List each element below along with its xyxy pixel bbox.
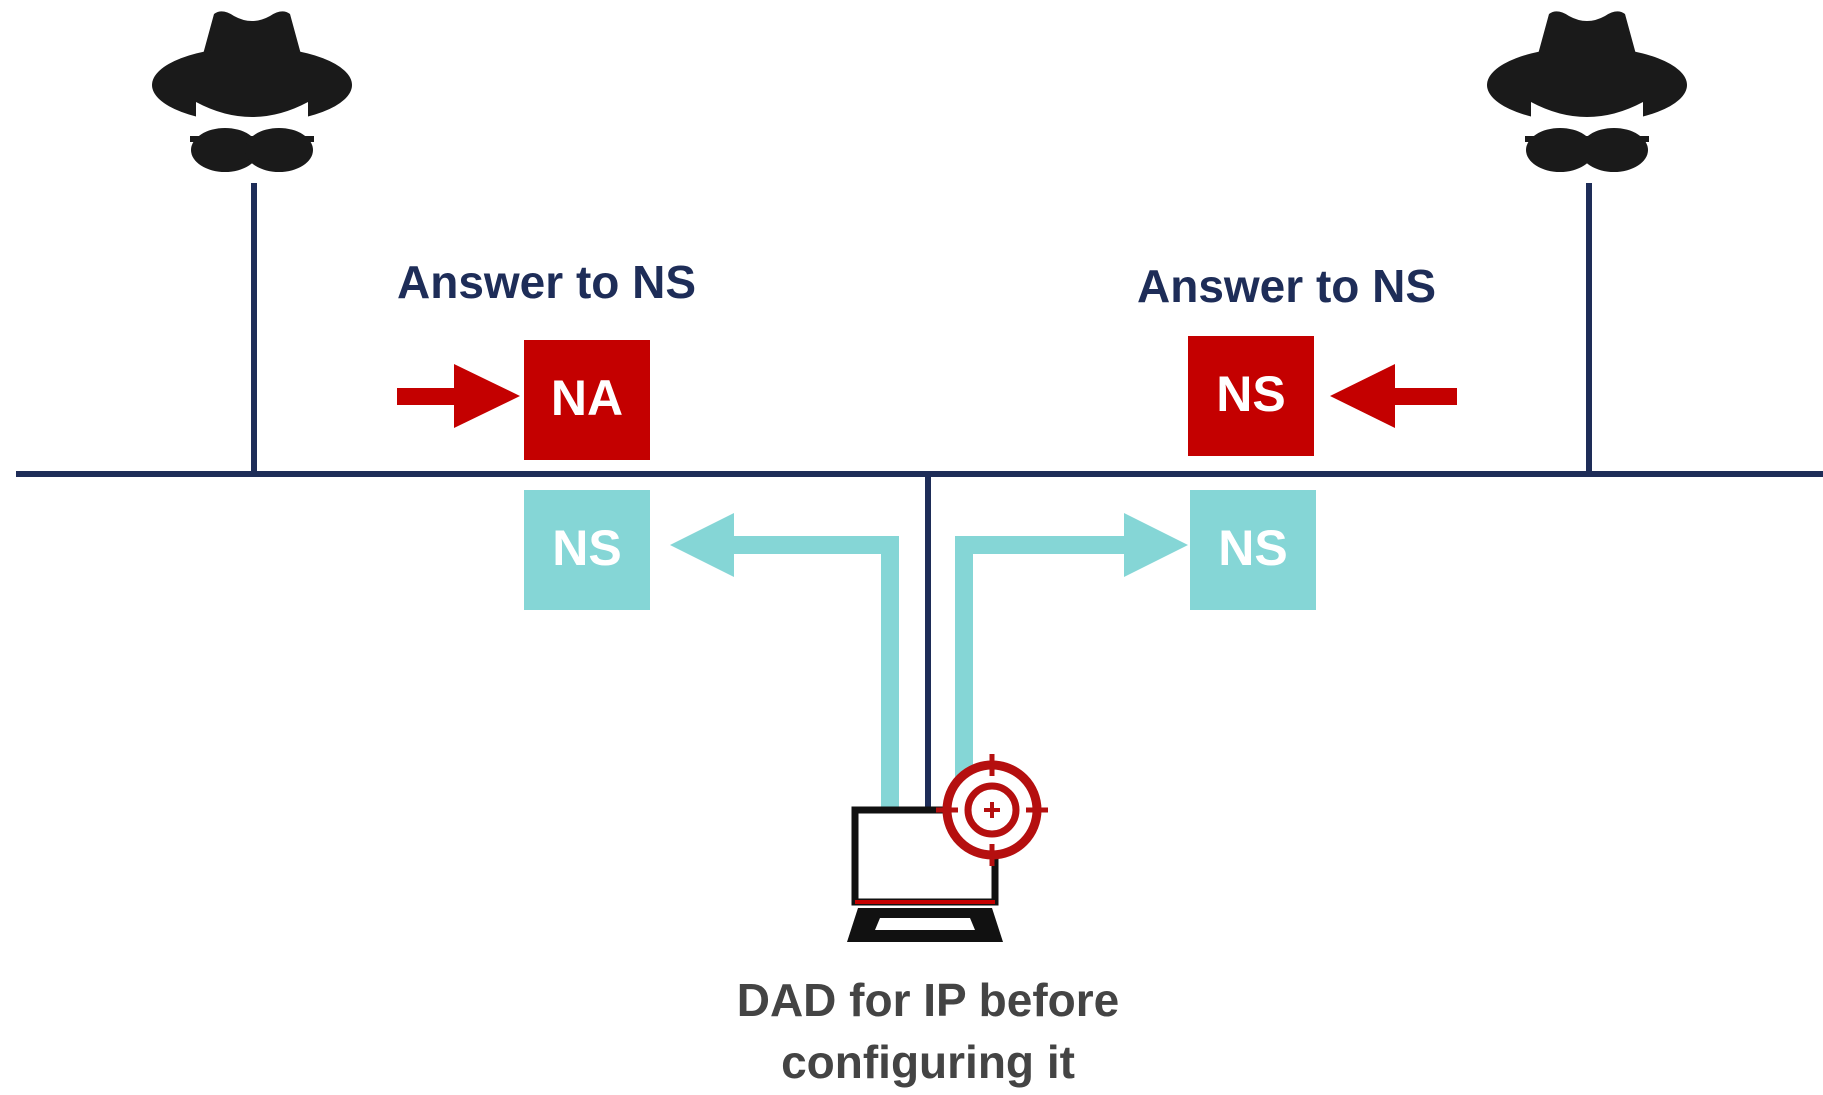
network-segment: [16, 183, 1823, 812]
right-red-arrow-icon: [1330, 364, 1457, 428]
right-annotation: Answer to NS: [1137, 260, 1436, 312]
left-reply-packet: NA: [524, 340, 650, 460]
right-ns-packet: NS: [1190, 490, 1316, 610]
caption-line-2: configuring it: [781, 1036, 1075, 1088]
right-reply-packet: NS: [1188, 336, 1314, 456]
left-ns-packet-label: NS: [552, 520, 621, 576]
crosshair-target-icon: [936, 754, 1048, 866]
left-red-arrow-icon: [397, 364, 520, 428]
right-attacker-spy-icon: [1487, 11, 1687, 172]
left-attacker-spy-icon: [152, 11, 352, 172]
left-teal-arrow-icon: [670, 513, 899, 808]
left-ns-packet: NS: [524, 490, 650, 610]
left-annotation: Answer to NS: [397, 256, 696, 308]
right-teal-arrow-icon: [955, 513, 1188, 808]
left-reply-packet-label: NA: [551, 370, 623, 426]
right-ns-packet-label: NS: [1218, 520, 1287, 576]
caption-line-1: DAD for IP before: [737, 974, 1120, 1026]
right-reply-packet-label: NS: [1216, 366, 1285, 422]
